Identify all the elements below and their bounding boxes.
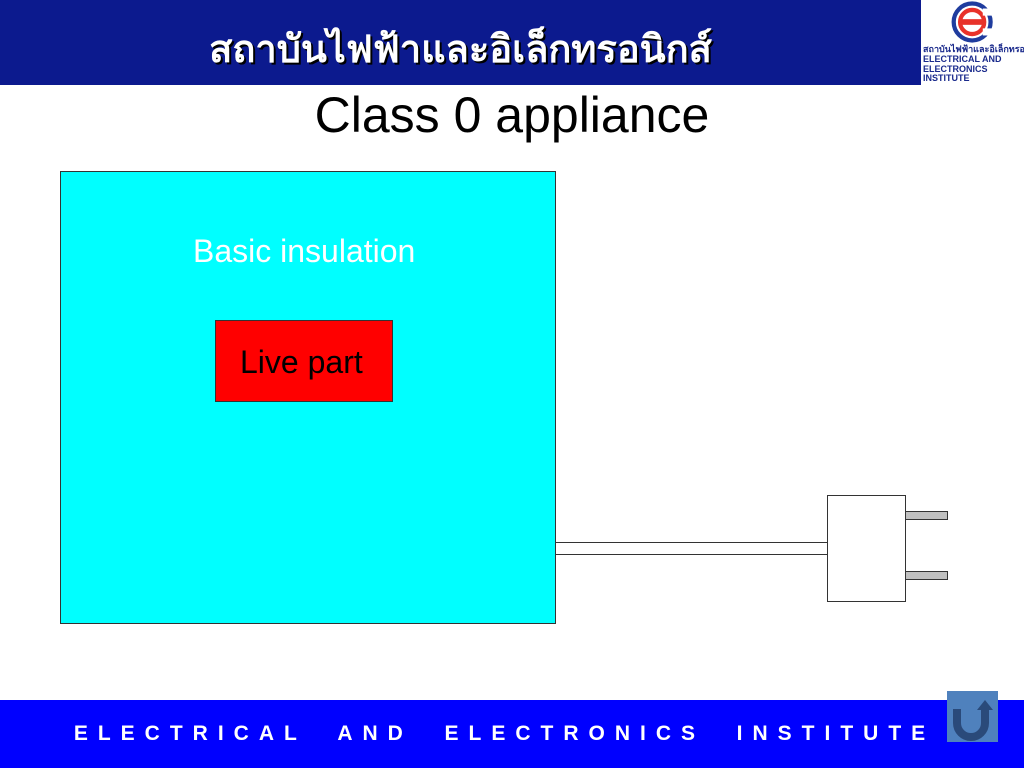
plug-pin-bottom [905,571,948,580]
institute-logo: สถาบันไฟฟ้าและอิเล็กทรอนิกส์ ELECTRICAL … [921,0,1024,85]
basic-insulation-label: Basic insulation [193,233,416,269]
header-title: สถาบันไฟฟ้าและอิเล็กทรอนิกส์ [209,26,712,71]
logo-text-english: ELECTRICAL AND ELECTRONICS INSTITUTE [923,54,1002,83]
footer-bar [0,700,1024,768]
u-turn-arrow-icon [953,700,993,741]
plug-pin-top [905,511,948,520]
power-cord [555,542,829,555]
live-part-box [215,320,393,402]
live-part-label: Live part [240,344,363,380]
logo-text-thai: สถาบันไฟฟ้าและอิเล็กทรอนิกส์ [923,44,1024,54]
slide-title: Class 0 appliance [314,87,710,143]
header-bar: สถาบันไฟฟ้าและอิเล็กทรอนิกส์ [0,0,921,85]
footer-text: ELECTRICAL AND ELECTRONICS INSTITUTE [73,722,936,745]
return-button[interactable] [947,691,998,742]
plug-body [827,495,906,602]
logo-emblem-icon [951,1,993,43]
